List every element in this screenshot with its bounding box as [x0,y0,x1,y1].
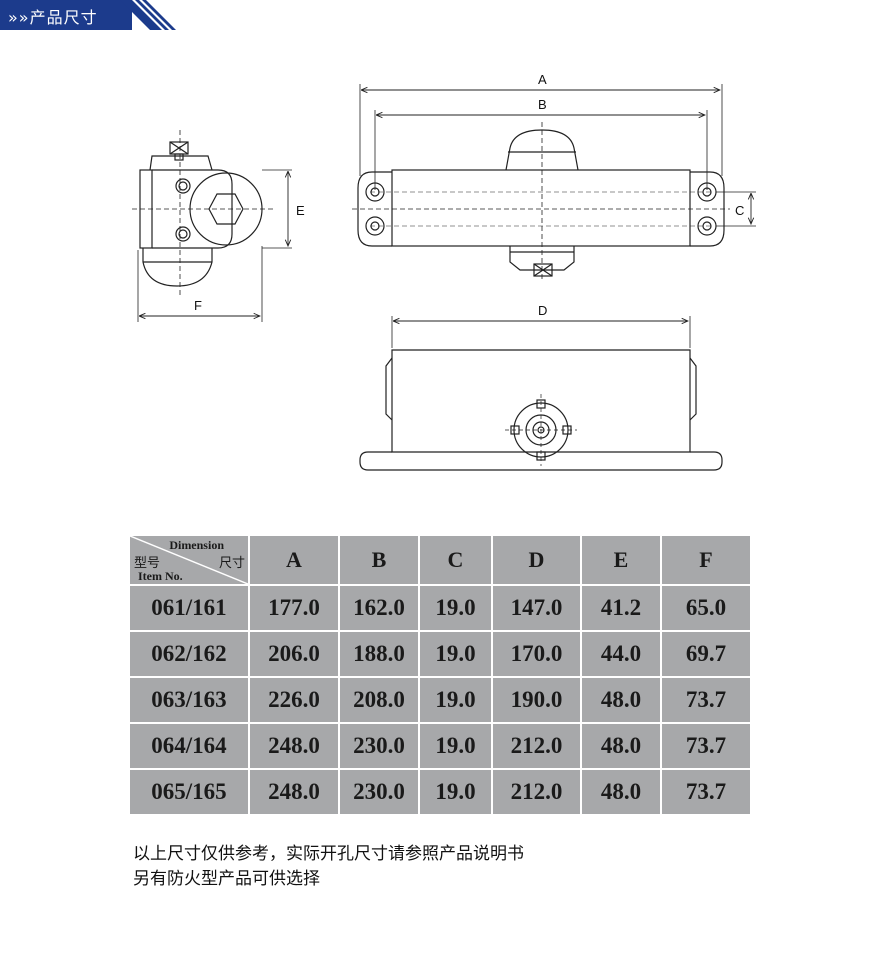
corner-item-label: Item No. [138,569,183,583]
table-row: 061/161 177.0 162.0 19.0 147.0 41.2 65.0 [128,584,752,632]
value-cell-b: 208.0 [338,676,420,724]
corner-diagonal [130,536,248,584]
value-cell-f: 73.7 [660,768,752,816]
value-cell-c: 19.0 [418,630,493,678]
value-cell-d: 190.0 [491,676,582,724]
dim-label-d: D [538,303,547,318]
value-cell-a: 226.0 [248,676,340,724]
value-cell-e: 48.0 [580,676,662,724]
item-no-cell: 065/165 [128,768,250,816]
side-view [132,130,292,322]
value-cell-a: 248.0 [248,722,340,770]
section-title: »»产品尺寸 [8,4,98,28]
value-cell-b: 188.0 [338,630,420,678]
value-cell-c: 19.0 [418,722,493,770]
value-cell-d: 147.0 [491,584,582,632]
corner-size-label: 尺寸 [218,556,245,571]
corner-dimension-label: Dimension [169,538,224,552]
table-row: 065/165 248.0 230.0 19.0 212.0 48.0 73.7 [128,768,752,816]
column-header-d: D [491,534,582,586]
value-cell-c: 19.0 [418,584,493,632]
value-cell-e: 48.0 [580,768,662,816]
value-cell-e: 41.2 [580,584,662,632]
dim-label-b: B [538,97,547,112]
note-line: 另有防火型产品可供选择 [133,869,320,889]
table-row: 062/162 206.0 188.0 19.0 170.0 44.0 69.7 [128,630,752,678]
value-cell-b: 230.0 [338,768,420,816]
corner-model-label: 型号 [134,556,161,571]
value-cell-a: 248.0 [248,768,340,816]
value-cell-f: 73.7 [660,722,752,770]
note-line: 以上尺寸仅供参考，实际开孔尺寸请参照产品说明书 [133,844,524,864]
item-no-cell: 061/161 [128,584,250,632]
value-cell-c: 19.0 [418,768,493,816]
table-header-row: Dimension 型号 尺寸 Item No. A B C D E F [128,534,752,586]
table-corner-cell: Dimension 型号 尺寸 Item No. [128,534,250,586]
top-view [352,84,756,280]
banner-stripes-decoration [120,0,176,30]
section-header-banner: »»产品尺寸 [0,0,132,30]
value-cell-e: 44.0 [580,630,662,678]
dim-label-e: E [296,203,305,218]
front-view [359,316,723,471]
value-cell-c: 19.0 [418,676,493,724]
value-cell-e: 48.0 [580,722,662,770]
item-no-cell: 062/162 [128,630,250,678]
value-cell-d: 212.0 [491,722,582,770]
column-header-e: E [580,534,662,586]
column-header-b: B [338,534,420,586]
section-title-text: 产品尺寸 [29,8,98,27]
value-cell-a: 177.0 [248,584,340,632]
column-header-c: C [418,534,493,586]
value-cell-d: 170.0 [491,630,582,678]
chevron-icon: »» [8,8,30,27]
dim-label-f: F [194,298,202,313]
column-header-f: F [660,534,752,586]
value-cell-f: 69.7 [660,630,752,678]
item-no-cell: 064/164 [128,722,250,770]
table-row: 064/164 248.0 230.0 19.0 212.0 48.0 73.7 [128,722,752,770]
value-cell-b: 162.0 [338,584,420,632]
table-row: 063/163 226.0 208.0 19.0 190.0 48.0 73.7 [128,676,752,724]
dim-label-a: A [538,72,547,87]
dimension-table: Dimension 型号 尺寸 Item No. A B C D E F 061… [128,534,752,816]
technical-drawing: E F A [132,72,756,471]
dim-label-c: C [735,203,744,218]
notes: 以上尺寸仅供参考，实际开孔尺寸请参照产品说明书 另有防火型产品可供选择 [133,842,524,892]
value-cell-f: 73.7 [660,676,752,724]
item-no-cell: 063/163 [128,676,250,724]
value-cell-f: 65.0 [660,584,752,632]
value-cell-b: 230.0 [338,722,420,770]
value-cell-a: 206.0 [248,630,340,678]
column-header-a: A [248,534,340,586]
value-cell-d: 212.0 [491,768,582,816]
